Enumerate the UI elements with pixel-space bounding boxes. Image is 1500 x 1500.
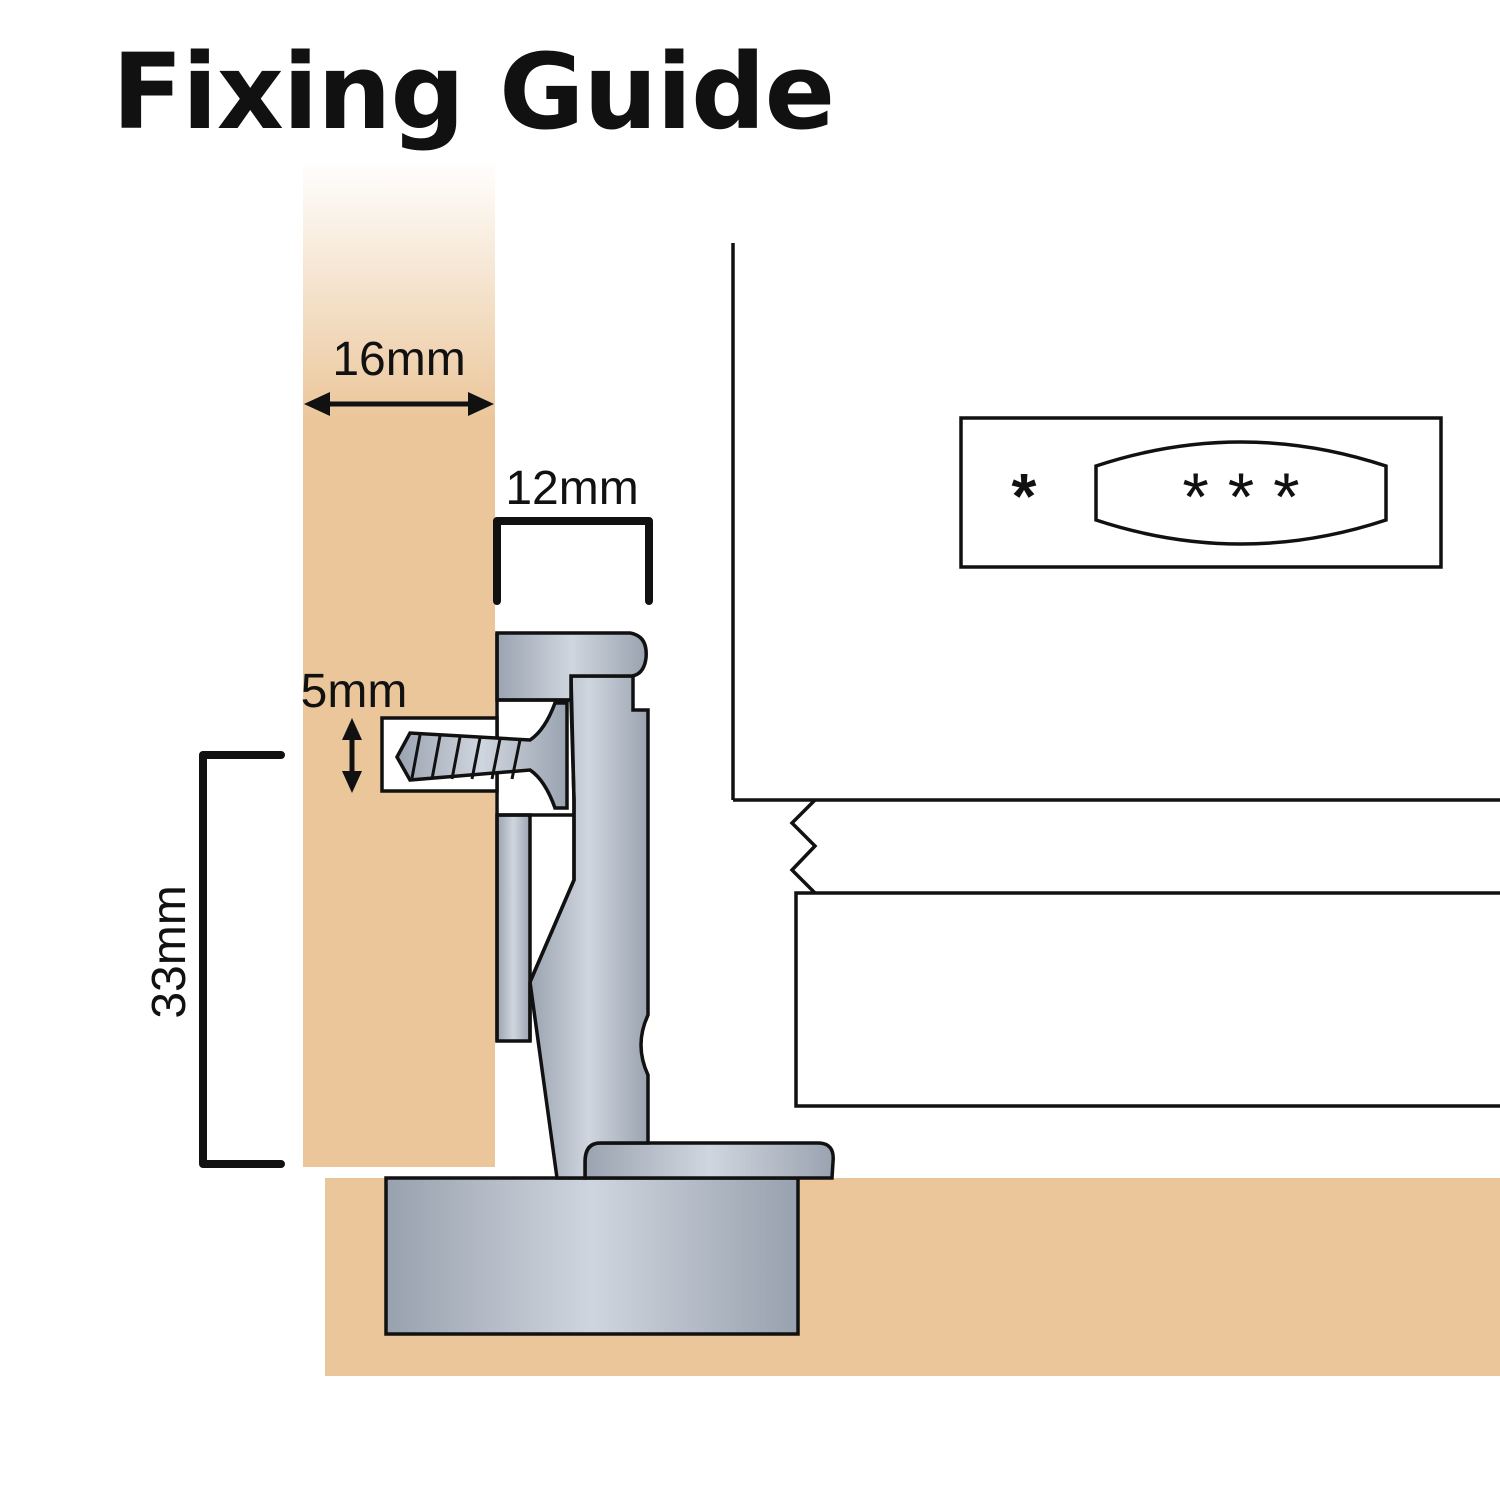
screw (380, 701, 569, 810)
cabinet-outline (731, 160, 1500, 895)
dimension-12mm: 12mm (493, 462, 653, 605)
dimension-label-33mm: 33mm (143, 885, 196, 1018)
dimension-16mm: 16mm (304, 333, 494, 416)
rating-stars: * * * (1182, 459, 1299, 535)
dimension-33mm: 33mm (143, 751, 285, 1168)
hinge-cup-lower (495, 813, 532, 1043)
hinge-base-plate (384, 1176, 800, 1336)
asterisk-icon: * (1012, 460, 1037, 532)
door-panel (303, 158, 495, 1167)
hinge-cup-wall (497, 698, 576, 1041)
hinge-cup (495, 631, 648, 702)
dimension-label-16mm: 16mm (332, 333, 465, 386)
plinth-rail (794, 891, 1500, 1108)
hinge-arm (528, 674, 650, 1180)
page-title: Fixing Guide (112, 31, 835, 153)
hinge-flange (583, 1141, 835, 1180)
dimension-label-5mm: 5mm (301, 665, 408, 718)
rating-badge: * * * * (959, 416, 1443, 569)
dimension-label-12mm: 12mm (505, 462, 638, 515)
dimension-5mm: 5mm (301, 665, 408, 793)
